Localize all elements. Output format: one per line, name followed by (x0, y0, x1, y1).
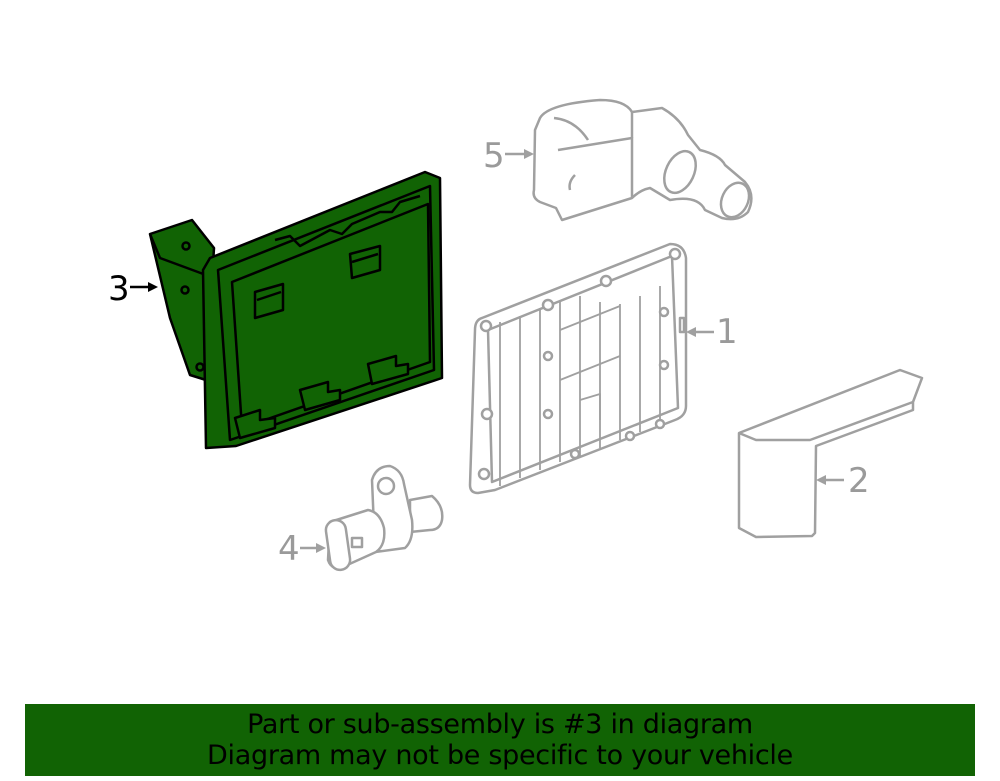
callout-label-3: 3 (108, 269, 130, 309)
banner-line-disclaimer: Diagram may not be specific to your vehi… (207, 740, 793, 771)
callout-1-arrow (686, 327, 714, 337)
part-4-sensor[interactable] (324, 464, 444, 572)
callout-label-1: 1 (716, 312, 738, 352)
callout-label-4: 4 (278, 529, 300, 569)
banner-line-part-number: Part or sub-assembly is #3 in diagram (247, 709, 753, 740)
callout-3-arrow (130, 282, 158, 292)
part-2-bracket[interactable] (737, 368, 924, 539)
callout-5-arrow (505, 149, 534, 159)
parts-diagram (130, 98, 924, 572)
part-info-banner: Part or sub-assembly is #3 in diagram Di… (25, 704, 975, 776)
part-3-bracket[interactable] (148, 170, 444, 450)
part-5-sensor[interactable] (532, 98, 755, 222)
callout-4-arrow (300, 543, 326, 553)
callout-2-arrow (816, 475, 844, 485)
callout-label-2: 2 (848, 461, 870, 501)
callout-label-5: 5 (483, 136, 505, 176)
part-1-ecm-module[interactable] (468, 242, 688, 495)
